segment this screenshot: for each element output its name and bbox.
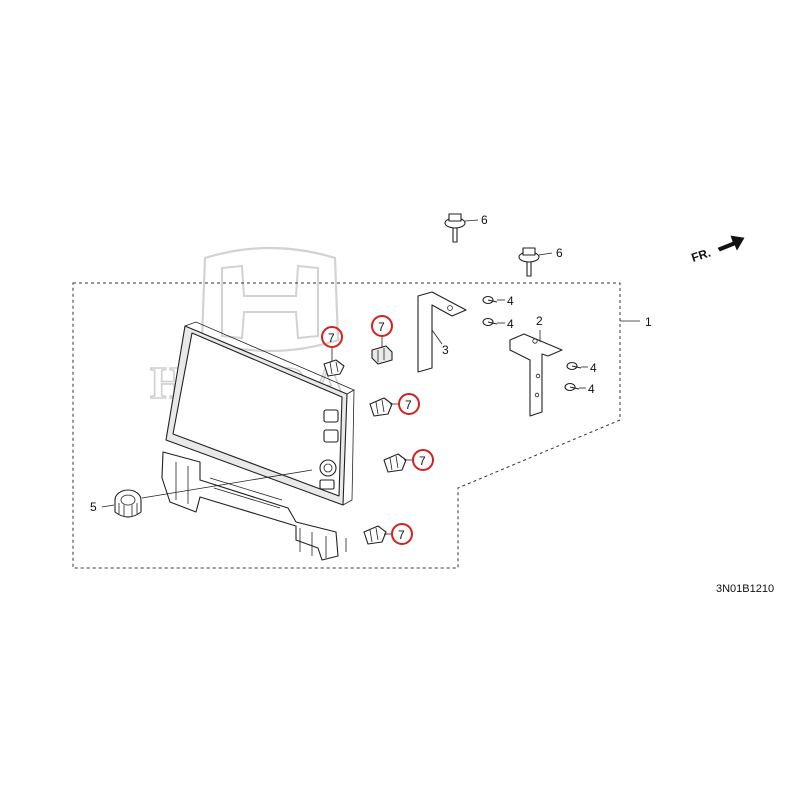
leader-lines <box>101 219 640 535</box>
callout-number: 7 <box>419 454 426 468</box>
callout-number: 6 <box>481 213 488 227</box>
bracket-part-2 <box>509 333 563 417</box>
callout-number: 1 <box>645 315 652 329</box>
callout-6-b[interactable]: 6 <box>556 246 563 260</box>
knob-part-5 <box>114 469 313 518</box>
front-direction-label: FR. <box>690 246 713 265</box>
highlight-ring <box>391 523 413 545</box>
callout-number: 3 <box>442 343 449 357</box>
highlight-ring <box>371 315 393 337</box>
callout-7-d[interactable]: 7 <box>412 449 434 471</box>
callout-7-b[interactable]: 7 <box>371 315 393 337</box>
clip-part-7-c <box>369 397 393 417</box>
callout-number: 6 <box>556 246 563 260</box>
callout-number: 7 <box>405 398 412 412</box>
callout-4-c[interactable]: 4 <box>590 361 597 375</box>
callout-number: 7 <box>328 331 335 345</box>
highlight-ring <box>398 393 420 415</box>
callout-number: 4 <box>588 382 595 396</box>
callout-number: 7 <box>398 528 405 542</box>
screw-part-4-d <box>564 382 580 392</box>
callout-1[interactable]: 1 <box>645 315 652 329</box>
diagram-code: 3N01B1210 <box>716 583 774 595</box>
bracket-part-3 <box>417 291 467 373</box>
callout-7-e[interactable]: 7 <box>391 523 413 545</box>
display-unit <box>161 321 355 561</box>
clip-part-7-a <box>323 359 345 377</box>
callout-number: 4 <box>507 317 514 331</box>
callout-7-a[interactable]: 7 <box>321 326 343 348</box>
callout-number: 2 <box>536 314 543 328</box>
callout-3[interactable]: 3 <box>442 343 449 357</box>
screw-part-4-c <box>566 361 582 371</box>
bolt-part-6-upper <box>444 213 466 243</box>
highlight-ring <box>412 449 434 471</box>
callout-4-a[interactable]: 4 <box>507 294 514 308</box>
screw-part-4-b <box>482 317 498 327</box>
callout-number: 7 <box>378 320 385 334</box>
callout-2[interactable]: 2 <box>536 314 543 328</box>
callout-4-b[interactable]: 4 <box>507 317 514 331</box>
callout-7-c[interactable]: 7 <box>398 393 420 415</box>
callout-number: 4 <box>507 294 514 308</box>
clip-part-7-d <box>383 453 407 473</box>
screw-part-4-a <box>482 295 498 305</box>
front-direction-indicator: FR. <box>690 235 745 265</box>
callout-number: 4 <box>590 361 597 375</box>
bolt-part-6-lower <box>518 247 540 277</box>
clip-part-7-e <box>363 525 387 545</box>
callout-5[interactable]: 5 <box>90 500 97 514</box>
front-direction-arrow-icon <box>717 235 745 252</box>
callout-4-d[interactable]: 4 <box>588 382 595 396</box>
assembly-boundary <box>72 282 621 569</box>
clip-part-7-b <box>371 345 393 365</box>
callout-number: 5 <box>90 500 97 514</box>
callout-6-a[interactable]: 6 <box>481 213 488 227</box>
highlight-ring <box>321 326 343 348</box>
